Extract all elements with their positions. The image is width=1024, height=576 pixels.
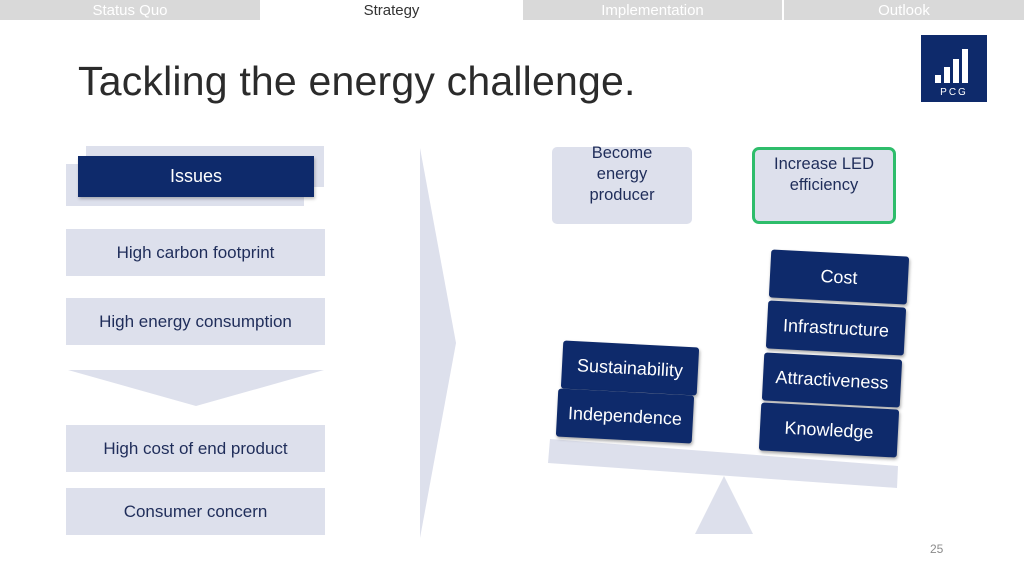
- tab-strategy[interactable]: Strategy: [262, 0, 521, 20]
- scale-fulcrum: [695, 476, 753, 534]
- block-attractiveness: Attractiveness: [761, 352, 903, 408]
- issue-consumer-concern: Consumer concern: [66, 488, 325, 535]
- block-cost: Cost: [768, 249, 910, 305]
- block-independence: Independence: [555, 388, 695, 444]
- issue-high-energy-consumption: High energy consumption: [66, 298, 325, 345]
- option-label: Increase LED efficiency: [774, 154, 874, 194]
- right-arrow: [420, 148, 456, 538]
- bar-chart-icon: [935, 49, 968, 83]
- block-sustainability: Sustainability: [560, 340, 700, 396]
- issue-high-carbon-footprint: High carbon footprint: [66, 229, 325, 276]
- block-infrastructure: Infrastructure: [765, 300, 907, 356]
- option-label: Become energy producer: [589, 144, 655, 204]
- logo-text: PCG: [940, 87, 968, 98]
- block-knowledge: Knowledge: [758, 402, 900, 458]
- issue-high-cost-end-product: High cost of end product: [66, 425, 325, 472]
- down-chevron: [68, 370, 324, 406]
- issues-header: Issues: [78, 156, 314, 197]
- tab-implementation[interactable]: Implementation: [523, 0, 782, 20]
- logo: PCG: [921, 35, 987, 102]
- page-number: 25: [930, 542, 944, 556]
- tab-status-quo[interactable]: Status Quo: [0, 0, 260, 20]
- option-increase-led-efficiency: Increase LED efficiency: [752, 147, 896, 224]
- page-title: Tackling the energy challenge.: [78, 58, 636, 104]
- option-become-energy-producer: Become energy producer: [552, 144, 692, 224]
- tab-outlook[interactable]: Outlook: [784, 0, 1024, 20]
- scale-beam: [548, 439, 898, 488]
